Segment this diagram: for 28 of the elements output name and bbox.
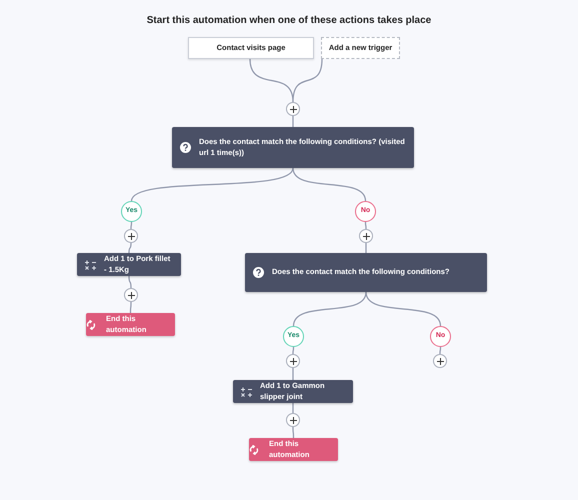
connector-line (292, 58, 323, 102)
condition-box (245, 253, 487, 292)
connector-line (365, 292, 442, 326)
yes-branch-circle (121, 201, 142, 222)
add-trigger-box (321, 37, 400, 59)
add-step-button (124, 288, 138, 302)
add-step-button (359, 229, 373, 243)
end-automation-box (86, 313, 175, 336)
no-branch-circle (430, 326, 451, 347)
trigger-box (188, 37, 314, 59)
add-step-button (286, 413, 300, 427)
add-step-button (124, 229, 138, 243)
end-automation-box (249, 438, 338, 461)
connector-line (292, 168, 366, 202)
no-branch-circle (355, 201, 376, 222)
add-step-button (286, 102, 300, 116)
connector-line (292, 403, 294, 413)
condition-box (172, 127, 414, 168)
action-box (233, 380, 353, 403)
diagram-title: Start this automation when one of these actions takes place (146, 15, 432, 26)
connector-line (128, 276, 132, 288)
yes-branch-circle (283, 326, 304, 347)
connector-line (130, 168, 294, 202)
connector-line (128, 242, 132, 254)
connector-line (292, 292, 367, 326)
add-step-button (433, 354, 447, 368)
action-box (77, 253, 181, 276)
add-step-button (286, 354, 300, 368)
